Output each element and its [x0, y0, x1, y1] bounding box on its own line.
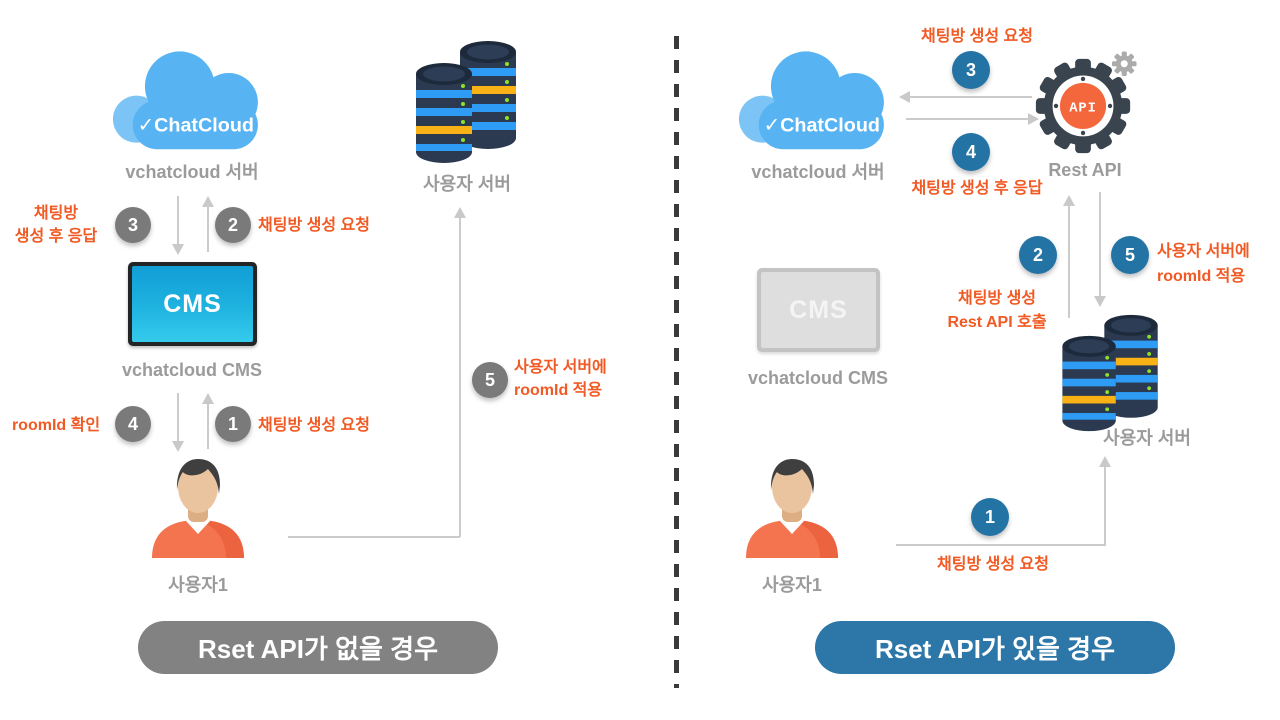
- arrow-user-to-server-vertical: [1104, 466, 1106, 546]
- arrow-user-to-server-horizontal: [896, 544, 1106, 546]
- arrowhead-down-icon: [172, 244, 184, 255]
- left-caption-pill: Rset API가 없을 경우: [138, 621, 498, 674]
- arrow-user-to-server-horizontal: [288, 536, 460, 538]
- step1-label: 채팅방 생성 요청: [258, 417, 370, 434]
- user-server-label: 사용자 서버: [423, 174, 511, 194]
- arrow-cms-to-user: [177, 393, 179, 443]
- arrow-cms-to-cloud: [207, 206, 209, 252]
- database-icon: [1062, 314, 1158, 432]
- step-badge-4: 4: [952, 133, 990, 171]
- chatcloud-logo-text: ✓ChatCloud: [138, 114, 254, 136]
- api-badge-text: API: [1069, 101, 1097, 116]
- api-gear-icon: API: [1035, 51, 1137, 154]
- chatcloud-logo-text: ✓ChatCloud: [764, 114, 880, 136]
- arrow-cloud-to-cms: [177, 196, 179, 246]
- vchatcloud-server-label: vchatcloud 서버: [125, 162, 259, 182]
- step-badge-2: 2: [1019, 236, 1057, 274]
- step3-label: 채팅방 생성 요청: [921, 28, 1033, 45]
- step-badge-4: 4: [115, 406, 151, 442]
- panel-divider: [674, 36, 679, 688]
- arrow-user-to-cms: [207, 403, 209, 449]
- step4-label: 채팅방 생성 후 응답: [911, 180, 1043, 197]
- step3-label: 채팅방 생성 후 응답: [14, 205, 98, 245]
- arrow-cloud-to-api: [906, 118, 1030, 120]
- vchatcloud-cms-label: vchatcloud CMS: [121, 360, 263, 380]
- rest-api-label: Rest API: [1048, 160, 1122, 180]
- arrow-server-to-api: [1068, 205, 1070, 318]
- arrow-api-to-cloud: [908, 96, 1032, 98]
- chatcloud-cloud-icon: ✓ChatCloud: [738, 51, 884, 150]
- step-badge-3: 3: [952, 51, 990, 89]
- user1-label: 사용자1: [762, 575, 822, 595]
- user-icon: [746, 459, 838, 558]
- arrowhead-left-icon: [899, 91, 910, 103]
- step5-label: 사용자 서버에 roomId 적용: [1157, 243, 1250, 285]
- step5-label: 사용자 서버에 roomId 적용: [514, 359, 607, 399]
- small-gear-icon: [1111, 51, 1137, 77]
- arrowhead-up-icon: [454, 207, 466, 218]
- arrowhead-up-icon: [202, 196, 214, 207]
- cms-monitor: CMS: [128, 262, 257, 346]
- cms-monitor-disabled: CMS: [757, 268, 880, 352]
- right-caption-pill: Rset API가 있을 경우: [815, 621, 1175, 674]
- step2-label: 채팅방 생성 Rest API 호출: [947, 290, 1047, 331]
- step-badge-1: 1: [971, 498, 1009, 536]
- step1-label: 채팅방 생성 요청: [937, 556, 1049, 573]
- chatcloud-cloud-icon: ✓ChatCloud: [112, 51, 258, 150]
- step4-label: roomId 확인: [11, 417, 101, 434]
- arrowhead-up-icon: [1063, 195, 1075, 206]
- step-badge-5: 5: [1111, 236, 1149, 274]
- user-server-label: 사용자 서버: [1103, 428, 1191, 448]
- step-badge-3: 3: [115, 207, 151, 243]
- step-badge-5: 5: [472, 362, 508, 398]
- cms-screen-text: CMS: [132, 266, 253, 342]
- user-icon: [152, 459, 244, 558]
- arrowhead-down-icon: [172, 441, 184, 452]
- step2-label: 채팅방 생성 요청: [258, 217, 370, 234]
- database-icon: [416, 41, 516, 163]
- vchatcloud-server-label: vchatcloud 서버: [751, 162, 885, 182]
- step-badge-2: 2: [215, 207, 251, 243]
- arrowhead-right-icon: [1028, 113, 1039, 125]
- vchatcloud-cms-label: vchatcloud CMS: [747, 368, 889, 388]
- arrowhead-down-icon: [1094, 296, 1106, 307]
- cms-screen-text: CMS: [761, 272, 876, 348]
- user1-label: 사용자1: [168, 575, 228, 595]
- step-badge-1: 1: [215, 406, 251, 442]
- arrow-user-to-server-vertical: [459, 217, 461, 537]
- arrowhead-up-icon: [202, 393, 214, 404]
- arrowhead-up-icon: [1099, 456, 1111, 467]
- arrow-api-to-server: [1099, 192, 1101, 298]
